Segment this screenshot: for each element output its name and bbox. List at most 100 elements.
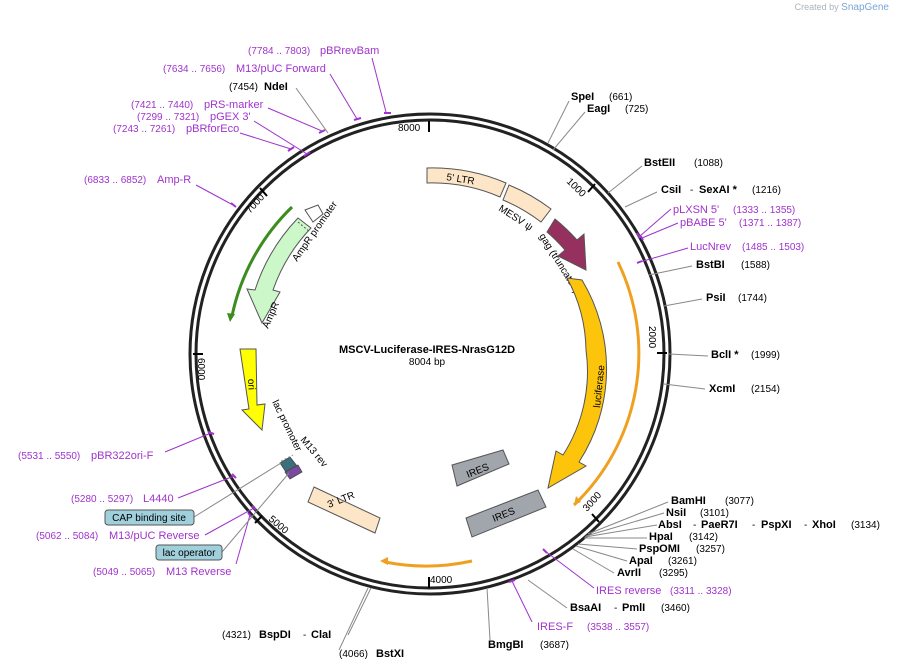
primer-plxsn5[interactable]: pLXSN 5'	[673, 204, 719, 216]
primer-leaders	[164, 57, 689, 623]
enzyme-bsaai[interactable]: BsaAI	[570, 602, 601, 614]
enzyme-xcmi-pos: (2154)	[751, 384, 780, 395]
box-lac-operator[interactable]: lac operator	[155, 544, 223, 561]
primer-m13reverse[interactable]: M13 Reverse	[166, 566, 231, 578]
enzyme-pspomi[interactable]: PspOMI	[639, 543, 680, 555]
enzyme-absi-pos: (3134)	[851, 520, 880, 531]
feature-5ltr-label: 5' LTR	[446, 172, 476, 187]
primer-l4440[interactable]: L4440	[143, 493, 174, 505]
feature-gag[interactable]	[546, 218, 587, 271]
enzyme-apai-pos: (3261)	[668, 556, 697, 567]
feature-luciferase[interactable]	[547, 277, 608, 489]
primer-lucnrev[interactable]: LucNrev	[690, 241, 731, 253]
ampr-track-arrow	[227, 313, 235, 322]
enzyme-psii-pos: (1744)	[738, 293, 767, 304]
feature-ampr[interactable]	[246, 217, 312, 325]
primer-m13puc[interactable]: M13/pUC Forward	[236, 63, 326, 75]
feature-ori-label: ori	[245, 379, 257, 391]
enzyme-absi-sep1: -	[693, 520, 696, 531]
enzyme-nsii[interactable]: NsiI	[666, 507, 686, 519]
primer-lucnrev-pos: (1485 .. 1503)	[742, 242, 804, 253]
primer-iresreverse-pos: (3311 .. 3328)	[670, 586, 732, 597]
gene-track-bottom	[384, 559, 473, 568]
primer-pbrrevbam[interactable]: pBRrevBam	[320, 45, 379, 57]
enzyme-apai[interactable]: ApaI	[629, 555, 653, 567]
enzyme-bsteii[interactable]: BstEII	[644, 157, 675, 169]
enzyme-csii[interactable]: CsiI	[661, 184, 681, 196]
ampr-promoter-dashes	[297, 221, 311, 233]
enzyme-psii[interactable]: PsiI	[706, 292, 726, 304]
primer-iresf[interactable]: IRES-F	[537, 621, 573, 633]
primer-prsmarker-pos: (7421 .. 7440)	[131, 100, 193, 111]
primer-m13pucrev[interactable]: M13/pUC Reverse	[109, 530, 199, 542]
enzyme-sexai[interactable]: SexAI *	[699, 184, 738, 196]
enzyme-bcli[interactable]: BclI *	[711, 349, 739, 361]
enzyme-bcli-pos: (1999)	[751, 350, 780, 361]
primer-pbrforeco[interactable]: pBRforEco	[186, 123, 239, 135]
enzyme-bsteii-pos: (1088)	[694, 158, 723, 169]
enzyme-pmli[interactable]: PmlI	[622, 602, 645, 614]
enzyme-bsaai-pos: (3460)	[661, 603, 690, 614]
feature-ori[interactable]	[239, 348, 266, 432]
plasmid-name: MSCV-Luciferase-IRES-NrasG12D	[339, 344, 515, 356]
tick-marks	[193, 121, 667, 588]
enzyme-bstbi[interactable]: BstBI	[696, 259, 725, 271]
enzyme-leaders	[295, 87, 709, 651]
enzyme-ndei-pos: (7454)	[229, 82, 258, 93]
primer-ampr-pos: (6833 .. 6852)	[84, 175, 146, 186]
primer-prsmarker[interactable]: pRS-marker	[204, 99, 264, 111]
plasmid-length: 8004 bp	[409, 357, 446, 368]
enzyme-bamhi[interactable]: BamHI	[671, 495, 706, 507]
box-leaders	[193, 462, 290, 553]
feature-ampr-promoter[interactable]	[304, 204, 324, 223]
box-cap-binding-site[interactable]: CAP binding site	[104, 509, 195, 526]
enzyme-paer7i[interactable]: PaeR7I	[701, 519, 738, 531]
primer-ampr[interactable]: Amp-R	[157, 174, 191, 186]
enzyme-pspxi[interactable]: PspXI	[761, 519, 792, 531]
primer-pbabe5-pos: (1371 .. 1387)	[739, 218, 801, 229]
enzyme-absi[interactable]: AbsI	[658, 519, 682, 531]
enzyme-xcmi[interactable]: XcmI	[709, 383, 735, 395]
primer-pbr322ori-pos: (5531 .. 5550)	[18, 451, 80, 462]
enzyme-avrii-pos: (3295)	[659, 568, 688, 579]
enzyme-bmgbi-pos: (3687)	[540, 640, 569, 651]
enzyme-avrii[interactable]: AvrII	[617, 567, 641, 579]
enzyme-bamhi-pos: (3077)	[725, 496, 754, 507]
feature-5ltr[interactable]	[426, 167, 507, 198]
enzyme-csii-sep: -	[690, 185, 693, 196]
enzyme-ndei[interactable]: NdeI	[264, 81, 288, 93]
box-lacop-label: lac operator	[163, 548, 216, 559]
enzyme-xhoi[interactable]: XhoI	[812, 519, 836, 531]
enzyme-bstbi-pos: (1588)	[741, 260, 770, 271]
luciferase-track	[572, 261, 641, 507]
primer-pbrrevbam-pos: (7784 .. 7803)	[248, 46, 310, 57]
feature-3ltr[interactable]	[307, 486, 381, 534]
primer-pbr322ori[interactable]: pBR322ori-F	[91, 450, 154, 462]
ampr-track	[230, 205, 294, 317]
enzyme-eagi[interactable]: EagI	[587, 103, 610, 115]
primer-m13pucrev-pos: (5062 .. 5084)	[36, 531, 98, 542]
primer-pbabe5[interactable]: pBABE 5'	[680, 217, 727, 229]
enzyme-bmgbi[interactable]: BmgBI	[488, 639, 523, 651]
tick-7000: 7000	[244, 192, 267, 216]
primer-pgex3[interactable]: pGEX 3'	[210, 111, 251, 123]
feature-mesv-psi[interactable]	[502, 184, 552, 223]
enzyme-clai[interactable]: ClaI	[311, 629, 331, 641]
feature-ires-1[interactable]	[451, 449, 510, 487]
enzyme-nsii-pos: (3101)	[700, 508, 729, 519]
enzyme-bspdi[interactable]: BspDI	[259, 629, 291, 641]
feature-ires-2[interactable]	[465, 489, 547, 538]
tick-8000: 8000	[398, 123, 421, 134]
enzyme-absi-sep2: -	[752, 520, 755, 531]
primer-pbrforeco-pos: (7243 .. 7261)	[113, 124, 175, 135]
primer-iresreverse[interactable]: IRES reverse	[596, 585, 661, 597]
enzyme-hpai[interactable]: HpaI	[649, 531, 673, 543]
box-cap-label: CAP binding site	[112, 513, 186, 524]
enzyme-spei[interactable]: SpeI	[571, 91, 594, 103]
enzyme-bspdi-pos: (4321)	[222, 630, 251, 641]
enzyme-bstxi[interactable]: BstXI	[376, 648, 404, 660]
enzyme-bspdi-sep: -	[303, 630, 306, 641]
enzyme-eagi-pos: (725)	[625, 104, 648, 115]
enzyme-csii-pos: (1216)	[752, 185, 781, 196]
feature-m13rev-label: M13 rev	[298, 435, 330, 470]
